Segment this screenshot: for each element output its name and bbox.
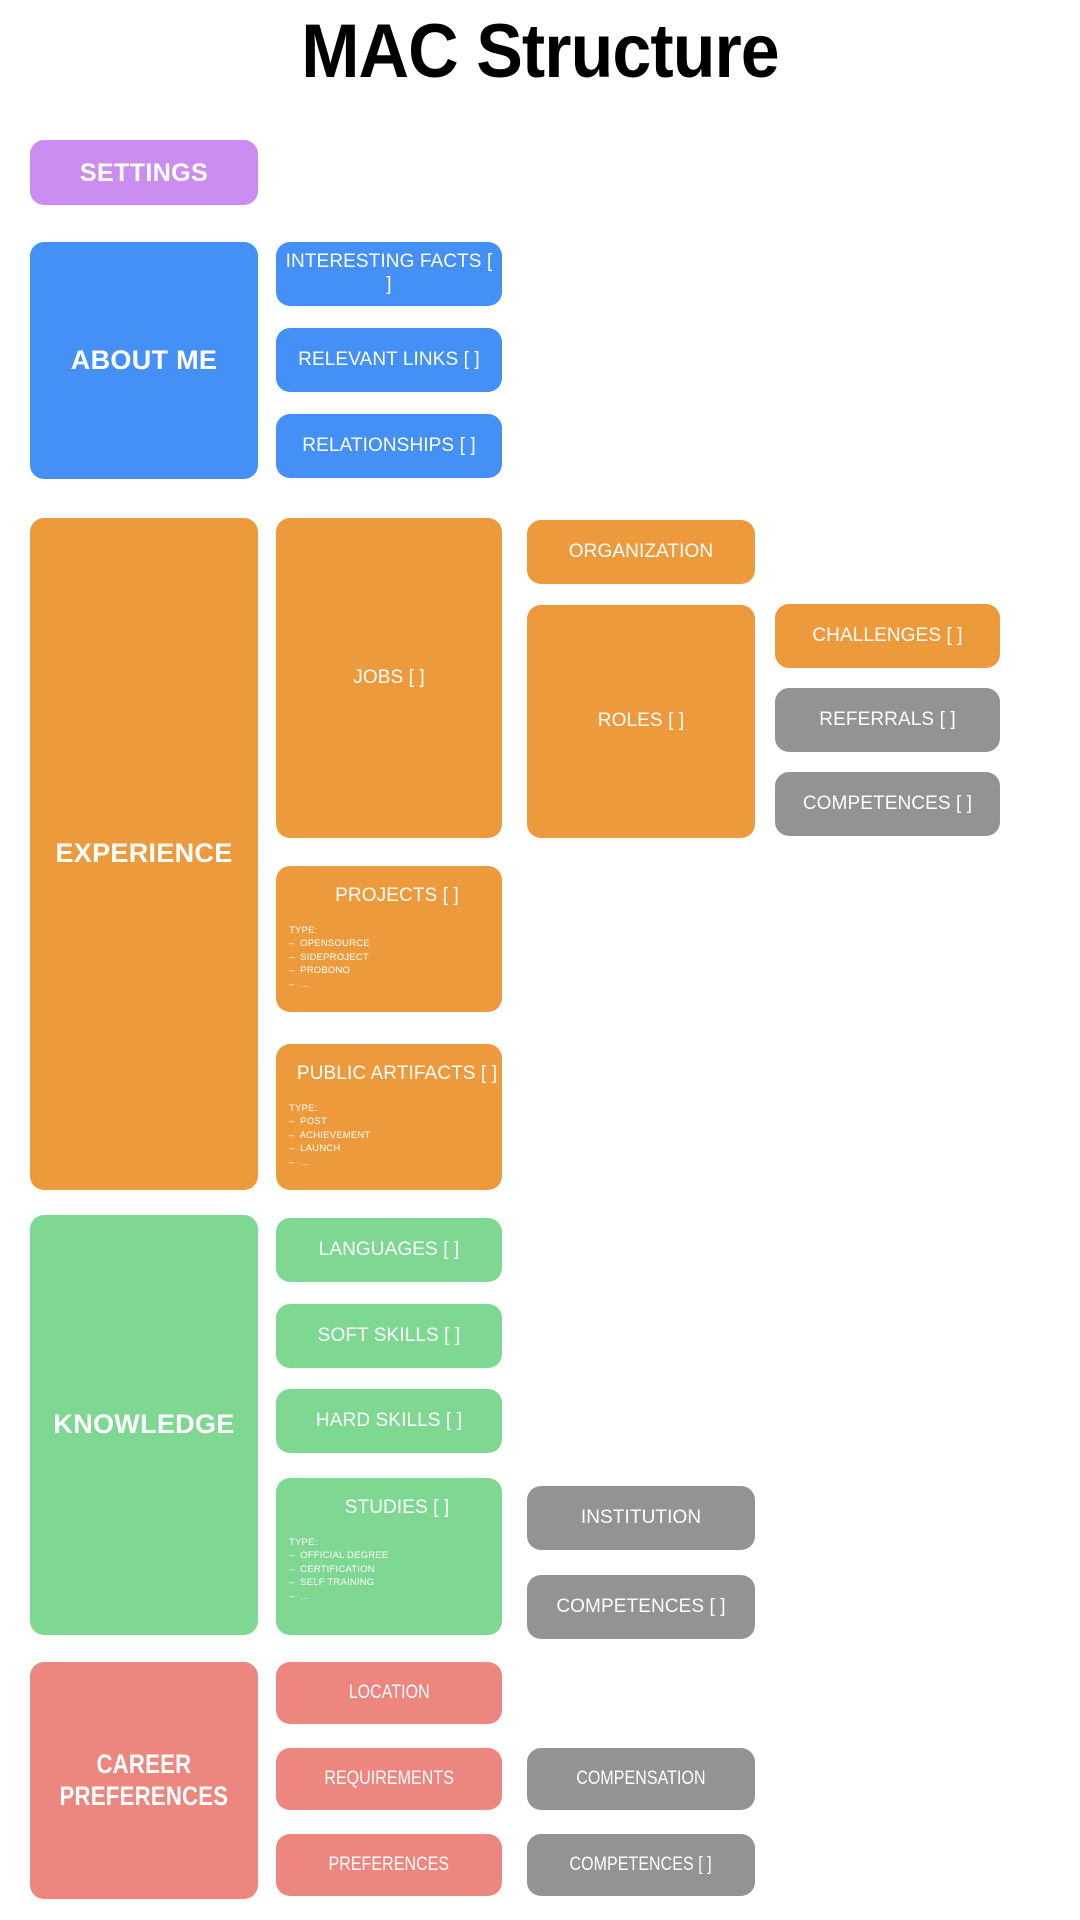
node-about-me[interactable]: ABOUT ME	[30, 242, 258, 479]
node-studies-type-list: TYPE: – OFFICIAL DEGREE – CERTIFICATION …	[276, 1536, 502, 1603]
node-relationships[interactable]: RELATIONSHIPS [ ]	[276, 414, 502, 478]
career-preferences-line-2: PREFERENCES	[59, 1780, 229, 1811]
node-studies[interactable]: STUDIES [ ] TYPE: – OFFICIAL DEGREE – CE…	[276, 1478, 502, 1635]
type-item: – ACHIEVEMENT	[289, 1129, 371, 1141]
node-hard-skills-label: HARD SKILLS [ ]	[315, 1409, 463, 1431]
node-studies-label: STUDIES [ ]	[344, 1497, 450, 1518]
node-requirements-label: REQUIREMENTS	[324, 1767, 454, 1789]
type-item: – CERTIFICATION	[289, 1563, 375, 1575]
node-settings[interactable]: SETTINGS	[30, 140, 258, 205]
node-institution-label: INSTITUTION	[580, 1506, 702, 1528]
node-compensation-label: COMPENSATION	[576, 1767, 706, 1789]
node-career-preferences[interactable]: CAREER PREFERENCES	[30, 1662, 258, 1899]
node-compensation[interactable]: COMPENSATION	[527, 1748, 755, 1810]
page-title: MAC Structure	[301, 9, 779, 94]
node-location[interactable]: LOCATION	[276, 1662, 502, 1724]
node-preferences[interactable]: PREFERENCES	[276, 1834, 502, 1896]
node-institution[interactable]: INSTITUTION	[527, 1486, 755, 1550]
node-career-preferences-label: CAREER PREFERENCES	[55, 1749, 234, 1812]
node-soft-skills[interactable]: SOFT SKILLS [ ]	[276, 1304, 502, 1368]
node-settings-label: SETTINGS	[79, 158, 209, 187]
node-organization-label: ORGANIZATION	[568, 540, 714, 562]
node-preferences-label: PREFERENCES	[328, 1853, 450, 1875]
type-item: – SELF TRAINING	[289, 1577, 375, 1589]
type-item: – SIDEPROJECT	[289, 951, 369, 963]
type-item: – ...	[289, 1156, 309, 1168]
node-knowledge[interactable]: KNOWLEDGE	[30, 1215, 258, 1635]
node-experience-label: EXPERIENCE	[55, 838, 233, 869]
type-item: – LAUNCH	[289, 1143, 341, 1155]
node-challenges[interactable]: CHALLENGES [ ]	[775, 604, 1000, 668]
node-public-artifacts-type-list: TYPE: – POST – ACHIEVEMENT – LAUNCH – ..…	[276, 1102, 502, 1169]
node-projects[interactable]: PROJECTS [ ] TYPE: – OPENSOURCE – SIDEPR…	[276, 866, 502, 1012]
node-interesting-facts[interactable]: INTERESTING FACTS [ ]	[276, 242, 502, 306]
node-soft-skills-label: SOFT SKILLS [ ]	[317, 1324, 461, 1346]
node-relevant-links-label: RELEVANT LINKS [ ]	[298, 348, 480, 370]
node-languages-label: LANGUAGES [ ]	[318, 1238, 460, 1260]
node-relationships-label: RELATIONSHIPS [ ]	[302, 434, 476, 456]
type-item: – ...	[289, 978, 309, 990]
node-experience[interactable]: EXPERIENCE	[30, 518, 258, 1190]
node-about-me-label: ABOUT ME	[70, 344, 218, 375]
node-jobs[interactable]: JOBS [ ]	[276, 518, 502, 838]
node-hard-skills[interactable]: HARD SKILLS [ ]	[276, 1389, 502, 1453]
type-item: – PROBONO	[289, 965, 351, 977]
node-referrals-label: REFERRALS [ ]	[819, 708, 956, 730]
type-item: – OPENSOURCE	[289, 938, 370, 950]
node-relevant-links[interactable]: RELEVANT LINKS [ ]	[276, 328, 502, 392]
type-item: – OFFICIAL DEGREE	[289, 1550, 389, 1562]
type-item: – ...	[289, 1590, 309, 1602]
node-interesting-facts-label: INTERESTING FACTS [ ]	[285, 251, 493, 295]
node-competences-career-label: COMPETENCES [ ]	[569, 1853, 713, 1875]
career-preferences-line-1: CAREER	[96, 1749, 192, 1780]
node-roles-label: ROLES [ ]	[597, 710, 685, 732]
node-projects-label: PROJECTS [ ]	[335, 885, 459, 906]
node-competences-knowledge[interactable]: COMPETENCES [ ]	[527, 1575, 755, 1639]
node-knowledge-label: KNOWLEDGE	[53, 1409, 235, 1440]
type-heading: TYPE:	[289, 1536, 318, 1548]
node-organization[interactable]: ORGANIZATION	[527, 520, 755, 584]
node-requirements[interactable]: REQUIREMENTS	[276, 1748, 502, 1810]
node-projects-type-list: TYPE: – OPENSOURCE – SIDEPROJECT – PROBO…	[276, 924, 502, 991]
type-heading: TYPE:	[289, 1102, 318, 1114]
node-public-artifacts[interactable]: PUBLIC ARTIFACTS [ ] TYPE: – POST – ACHI…	[276, 1044, 502, 1190]
node-competences-experience-label: COMPETENCES [ ]	[802, 792, 973, 814]
type-heading: TYPE:	[289, 924, 318, 936]
node-competences-career[interactable]: COMPETENCES [ ]	[527, 1834, 755, 1896]
node-jobs-label: JOBS [ ]	[353, 666, 425, 688]
node-public-artifacts-label: PUBLIC ARTIFACTS [ ]	[296, 1063, 498, 1084]
node-challenges-label: CHALLENGES [ ]	[812, 624, 963, 646]
node-languages[interactable]: LANGUAGES [ ]	[276, 1218, 502, 1282]
node-competences-experience[interactable]: COMPETENCES [ ]	[775, 772, 1000, 836]
type-item: – POST	[289, 1116, 327, 1128]
node-roles[interactable]: ROLES [ ]	[527, 605, 755, 838]
node-referrals[interactable]: REFERRALS [ ]	[775, 688, 1000, 752]
node-competences-knowledge-label: COMPETENCES [ ]	[556, 1595, 726, 1617]
node-location-label: LOCATION	[348, 1681, 430, 1703]
